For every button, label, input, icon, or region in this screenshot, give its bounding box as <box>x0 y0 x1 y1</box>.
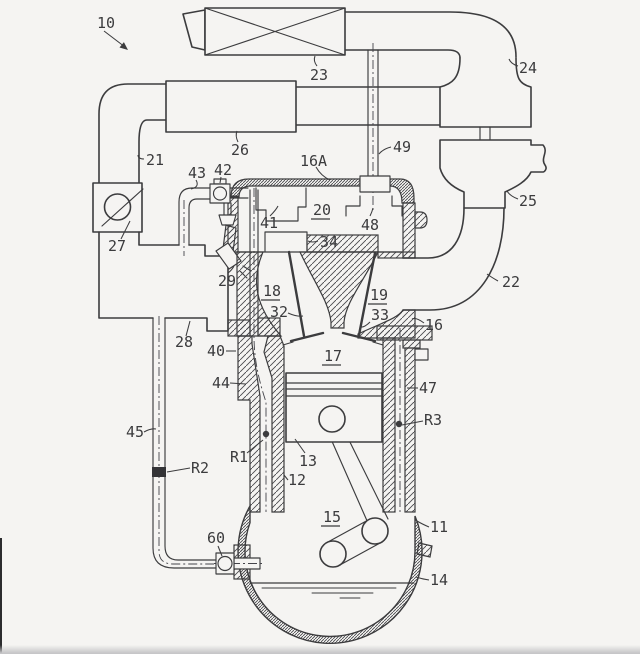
ref-label-33: 33 <box>371 306 389 324</box>
point-marker-R1 <box>262 430 270 438</box>
ref-label-16A: 16A <box>300 152 327 170</box>
ref-label-48: 48 <box>361 216 379 234</box>
ref-label-14: 14 <box>430 571 448 589</box>
rod-big-end <box>361 517 389 545</box>
ref-label-43: 43 <box>188 164 206 182</box>
ref-label-13: 13 <box>299 452 317 470</box>
ref-label-44: 44 <box>212 374 230 392</box>
piston-pin <box>318 405 346 433</box>
ref-label-27: 27 <box>108 237 126 255</box>
ref-label-R2: R2 <box>191 459 209 477</box>
check-valve-60 <box>214 544 263 580</box>
turbo-shaft <box>479 126 491 141</box>
ref-label-40: 40 <box>207 342 225 360</box>
ref-label-26: 26 <box>231 141 249 159</box>
ref-label-19: 19 <box>370 286 388 304</box>
piston-assembly <box>285 372 389 568</box>
charge-cooler-box <box>98 80 297 184</box>
side-stub <box>414 348 429 361</box>
crank-journal <box>319 540 347 568</box>
ref-label-10: 10 <box>97 14 115 32</box>
ref-label-25: 25 <box>519 192 537 210</box>
cover-baffle-41 <box>255 187 307 222</box>
piston-rings <box>285 382 383 397</box>
photo-edge-left <box>0 538 2 654</box>
ref-label-17: 17 <box>324 347 342 365</box>
ref-label-22: 22 <box>502 273 520 291</box>
ref-label-29: 29 <box>218 272 236 290</box>
cylinder-head <box>236 231 416 346</box>
ref-label-20: 20 <box>313 201 331 219</box>
chamber-ref-underlines <box>261 218 387 527</box>
reference-numerals: 10 23 24 25 26 21 16A 49 43 42 27 41 20 … <box>97 14 537 589</box>
ref-label-11: 11 <box>430 518 448 536</box>
ref-label-41: 41 <box>260 214 278 232</box>
block-right-column <box>376 325 433 513</box>
air-cleaner-box <box>182 7 346 56</box>
valve-heads <box>289 331 377 343</box>
ref-label-R1: R1 <box>230 448 248 466</box>
breather-port-48-steps <box>345 195 403 217</box>
point-marker-R2 <box>152 467 166 477</box>
mount-tab <box>416 542 433 558</box>
ref-label-15: 15 <box>323 508 341 526</box>
ref-label-45: 45 <box>126 423 144 441</box>
ref-label-21: 21 <box>146 151 164 169</box>
ref-label-34: 34 <box>320 233 338 251</box>
ref-label-42: 42 <box>214 161 232 179</box>
oil-surface-ticks <box>261 587 397 599</box>
arrowhead-10 <box>119 42 128 50</box>
ref-label-60: 60 <box>207 529 225 547</box>
spark-plug-34 <box>264 231 308 253</box>
intake-duct-air-cleaner-to-compressor <box>344 11 517 59</box>
ref-label-32: 32 <box>270 303 288 321</box>
oil-return-pipe-45 <box>152 316 217 569</box>
block-left-column <box>227 317 285 513</box>
ref-label-28: 28 <box>175 333 193 351</box>
ref-label-18: 18 <box>263 282 281 300</box>
ref-label-12: 12 <box>288 471 306 489</box>
intake-valve-stem <box>287 250 306 338</box>
ref-label-16: 16 <box>425 316 443 334</box>
intake-chamber-outline <box>98 231 229 332</box>
exhaust-pipe-22 <box>402 207 505 311</box>
port-divider-wedge <box>299 251 379 329</box>
head-left-wall <box>236 251 283 337</box>
point-marker-R3 <box>395 420 403 428</box>
ref-label-23: 23 <box>310 66 328 84</box>
exhaust-valve-stem <box>357 251 377 337</box>
cover-right-wall <box>402 202 416 259</box>
ref-label-47: 47 <box>419 379 437 397</box>
crankcase-sphere <box>237 503 433 645</box>
throttle-valve-box <box>92 182 144 233</box>
cover-bolt-lug <box>414 211 428 229</box>
pcv-pipe-43 <box>178 187 211 256</box>
ref-label-24: 24 <box>519 59 537 77</box>
breather-fitting-48 <box>359 175 391 193</box>
turbocharger-turbine-housing <box>439 139 547 209</box>
ref-label-49: 49 <box>393 138 411 156</box>
leader-lines <box>103 30 519 581</box>
turbocharger-compressor-housing <box>439 57 532 141</box>
photo-edge-bottom <box>0 645 640 654</box>
ref-label-R3: R3 <box>424 411 442 429</box>
